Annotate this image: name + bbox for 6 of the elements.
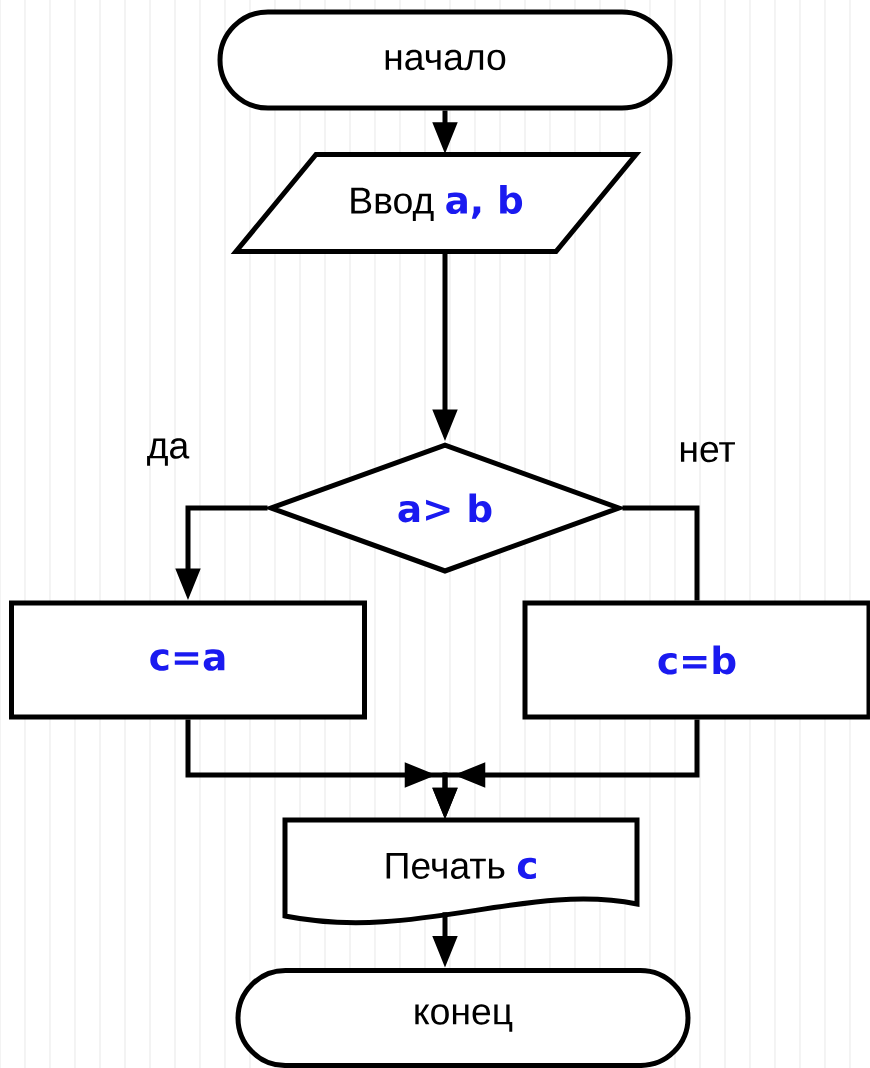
edge-label: да xyxy=(147,438,190,466)
process-box: c=b xyxy=(522,600,870,720)
process-box: c=a xyxy=(9,600,367,720)
output-document: Печать c xyxy=(282,817,640,926)
edge-label: нет xyxy=(680,441,735,463)
node-label: конец xyxy=(415,1004,513,1032)
